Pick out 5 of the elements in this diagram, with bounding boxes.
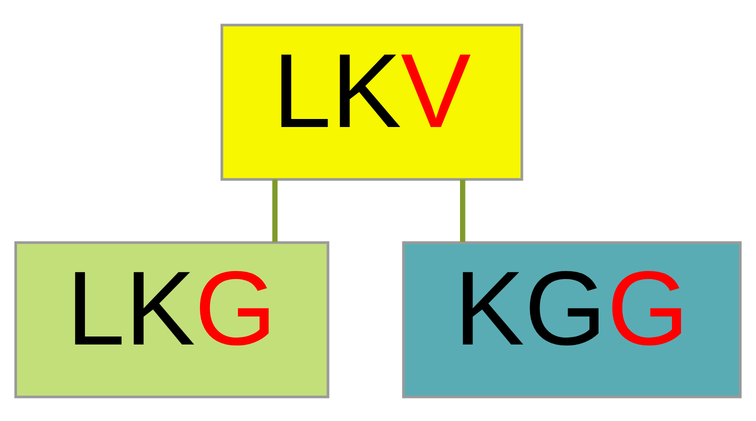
connector [460, 179, 466, 242]
connector [272, 179, 278, 242]
node-box: KGG [402, 240, 742, 398]
node-box: LKG [14, 240, 330, 398]
node-box: LKV [220, 23, 524, 180]
